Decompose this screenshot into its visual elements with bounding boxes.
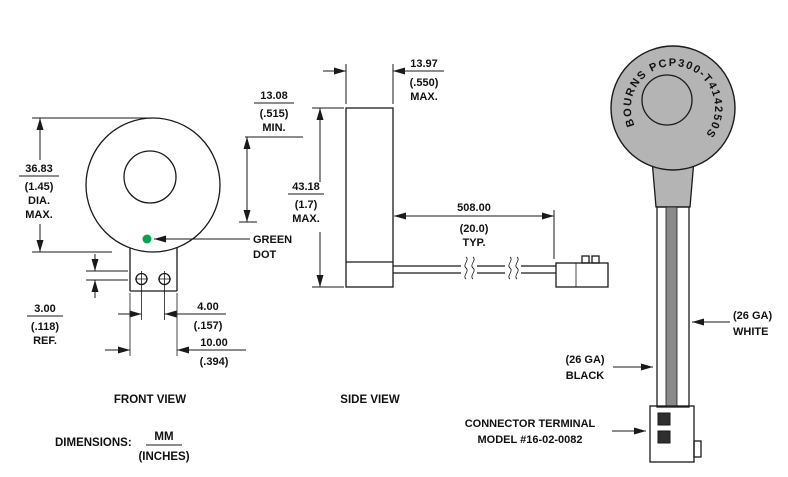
dim-dia-mm: 36.83 (25, 163, 53, 175)
lead-wire (393, 256, 556, 280)
wire-bundle (656, 206, 690, 408)
dim-13-08: 13.08 (.515) MIN. (239, 90, 303, 223)
front-body-circle (85, 117, 221, 253)
rear-view: BOURNS PCP300-T414250S (26 GA) WHITE (26… (465, 45, 772, 463)
dim-holes-mm: 4.00 (197, 301, 218, 313)
black-wire-label-2: BLACK (566, 370, 605, 382)
dim-holes-inches: (.157) (194, 320, 223, 332)
green-dot-label-2: DOT (253, 249, 277, 261)
dim-top-mm: 13.08 (260, 90, 288, 102)
dim-dia-inches: (1.45) (25, 181, 54, 193)
dim-lead-inches: (20.0) (460, 223, 489, 235)
dim-tab-mm: 10.00 (200, 337, 228, 349)
black-wire-label-1: (26 GA) (565, 354, 604, 366)
connector-callout: CONNECTOR TERMINAL MODEL #16-02-0082 (465, 418, 646, 446)
dim-ref-inches: (.118) (31, 321, 59, 333)
front-shaft-hole (123, 150, 177, 204)
dim-top-note: MIN. (262, 122, 285, 134)
dim-dia-note2: MAX. (25, 209, 53, 221)
dim-width: 13.97 (.550) MAX. (323, 58, 444, 104)
dim-height-mm: 43.18 (292, 181, 320, 193)
dim-3-00-ref: 3.00 (.118) REF. (27, 254, 128, 347)
dim-lead-note: TYP. (462, 237, 485, 249)
dim-width-note: MAX. (410, 91, 438, 103)
legend-mm: MM (154, 431, 173, 443)
dim-width-inches: (.550) (410, 77, 439, 89)
dim-hole-spacing: 4.00 (.157) (118, 271, 226, 332)
front-view: 36.83 (1.45) DIA. MAX. 13.08 (.515) MIN.… (19, 90, 303, 463)
dim-tab-inches: (.394) (200, 356, 229, 368)
green-dot-label-1: GREEN (253, 234, 292, 246)
dim-height-note: MAX. (292, 213, 320, 225)
break-mark (471, 256, 475, 280)
front-view-caption: FRONT VIEW (114, 394, 186, 406)
dim-top-inches: (.515) (260, 108, 289, 120)
dim-lead-length: 508.00 (20.0) TYP. (394, 202, 555, 259)
side-view: 13.97 (.550) MAX. 43.18 (1.7) MAX. (288, 58, 609, 406)
green-dot-callout: GREEN DOT (154, 234, 292, 261)
dim-dia-note1: DIA. (28, 195, 50, 207)
connector-pin-2 (657, 430, 671, 444)
white-wire-label-2: WHITE (733, 326, 768, 338)
dim-tab-width: 10.00 (.394) (105, 293, 246, 368)
front-mounting-tab (129, 247, 178, 292)
break-mark (515, 256, 519, 280)
dim-ref-note: REF. (33, 335, 57, 347)
connector-latch (693, 440, 702, 458)
white-wire-label-1: (26 GA) (733, 310, 772, 322)
side-connector (555, 255, 609, 288)
connector-label-1: CONNECTOR TERMINAL (465, 418, 596, 430)
dim-lead-mm: 508.00 (457, 202, 491, 214)
dim-width-mm: 13.97 (410, 58, 438, 70)
break-mark (508, 256, 512, 280)
dim-ref-mm: 3.00 (34, 303, 55, 315)
dim-diameter: 36.83 (1.45) DIA. MAX. (19, 117, 152, 253)
rear-body-circle (610, 45, 736, 171)
legend-label: DIMENSIONS: (55, 437, 132, 449)
dim-height-inches: (1.7) (295, 199, 318, 211)
black-wire (665, 206, 678, 408)
rear-shaft-hole (641, 74, 693, 126)
green-dot (142, 234, 152, 244)
connector-label-2: MODEL #16-02-0082 (478, 434, 583, 446)
terminal-connector (649, 405, 702, 463)
dim-height: 43.18 (1.7) MAX. (288, 107, 344, 288)
legend-inches: (INCHES) (138, 451, 189, 463)
connector-pin-1 (657, 412, 671, 426)
side-view-caption: SIDE VIEW (340, 394, 400, 406)
side-body (345, 107, 394, 288)
dimensions-legend: DIMENSIONS: MM (INCHES) (55, 431, 190, 463)
break-mark (464, 256, 468, 280)
white-wire-callout: (26 GA) WHITE (692, 310, 772, 338)
black-wire-callout: (26 GA) BLACK (565, 354, 653, 382)
